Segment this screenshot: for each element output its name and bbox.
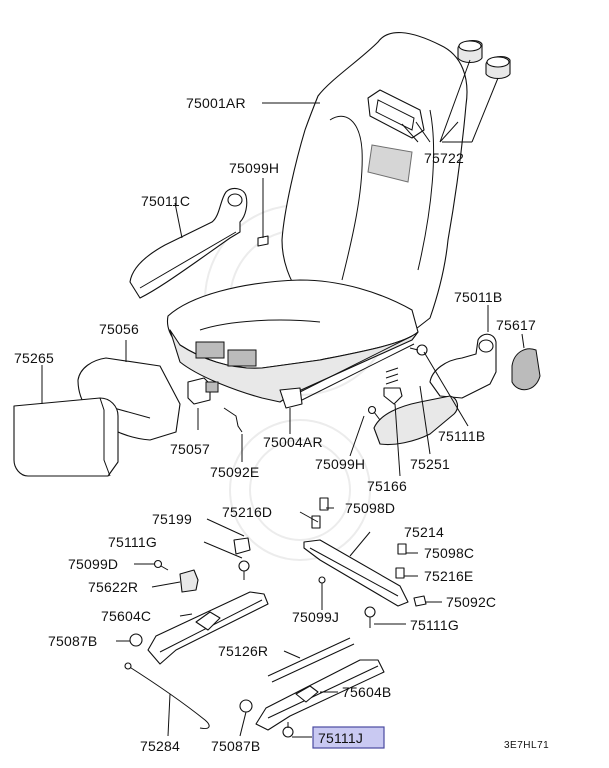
clip-75092E: [223, 407, 243, 433]
screw-75099J: [318, 576, 326, 602]
label-75099D: 75099D: [68, 556, 118, 572]
label-75604C: 75604C: [101, 608, 151, 624]
cushion-block-75265: [13, 397, 119, 477]
label-75111J[interactable]: 75111J: [318, 730, 363, 746]
label-75216E: 75216E: [424, 568, 473, 584]
label-75111G-right: 75111G: [410, 617, 459, 633]
bolt-75111J: [282, 722, 294, 738]
diagram-code: 3E7HL71: [504, 740, 549, 751]
label-75622R: 75622R: [88, 579, 138, 595]
label-75284: 75284: [140, 738, 180, 754]
label-75216D: 75216D: [222, 504, 272, 520]
highlight-box-75111J[interactable]: [312, 726, 385, 749]
seat-assembly-drawing: [166, 32, 468, 409]
bracket-75057: [187, 377, 219, 405]
nut-75087B-left: [129, 633, 143, 647]
label-75251: 75251: [410, 456, 450, 472]
bolt-75111G-right: [364, 606, 376, 628]
side-cover-75011B: [429, 333, 497, 399]
label-75166: 75166: [367, 478, 407, 494]
label-75111G-left: 75111G: [108, 534, 157, 550]
label-75092C: 75092C: [446, 594, 496, 610]
label-75099H-top: 75099H: [229, 160, 279, 176]
knob-75617: [511, 348, 541, 391]
label-75099H-mid: 75099H: [315, 456, 365, 472]
label-75056: 75056: [99, 321, 139, 337]
label-75265: 75265: [14, 350, 54, 366]
label-75057: 75057: [170, 441, 210, 457]
screw-75099H-mid: [367, 405, 381, 421]
spring-75166: [383, 367, 403, 405]
label-75617: 75617: [496, 317, 536, 333]
label-75214: 75214: [404, 524, 444, 540]
rail-75604B: [255, 659, 385, 731]
bracket-75199: [233, 537, 251, 555]
cable-75284: [124, 662, 210, 729]
label-75111B: 75111B: [438, 428, 485, 444]
rod-75126R: [267, 637, 355, 683]
label-75011B: 75011B: [454, 289, 502, 305]
label-75098C: 75098C: [424, 545, 474, 561]
label-75099J: 75099J: [292, 609, 339, 625]
nut-75087B-bottom: [239, 699, 253, 713]
label-75087B-left: 75087B: [48, 633, 97, 649]
label-75087B-bottom: 75087B: [211, 738, 260, 754]
cover-75622R: [179, 569, 199, 593]
small-parts-right: [311, 497, 427, 607]
label-75011C: 75011C: [141, 193, 190, 209]
part-labels: 75001AR 75722 75099H 75011C 75056 75265 …: [14, 95, 549, 754]
side-cover-75011C: [129, 187, 248, 299]
label-75004AR: 75004AR: [263, 434, 323, 450]
label-75098D: 75098D: [345, 500, 395, 516]
rail-75604C: [147, 591, 269, 665]
label-75001AR: 75001AR: [186, 95, 246, 111]
label-75126R: 75126R: [218, 643, 268, 659]
label-75604B: 75604B: [342, 684, 391, 700]
frame-75214: [303, 539, 409, 607]
screw-75099H-top: [257, 230, 269, 247]
label-75199: 75199: [152, 511, 192, 527]
headrest-guide-parts: [457, 39, 511, 80]
bolt-75111G-left: [238, 560, 250, 580]
leader-lines: [41, 59, 525, 738]
screw-75099D: [153, 559, 169, 571]
label-75722: 75722: [424, 150, 464, 166]
label-75092E: 75092E: [210, 464, 259, 480]
